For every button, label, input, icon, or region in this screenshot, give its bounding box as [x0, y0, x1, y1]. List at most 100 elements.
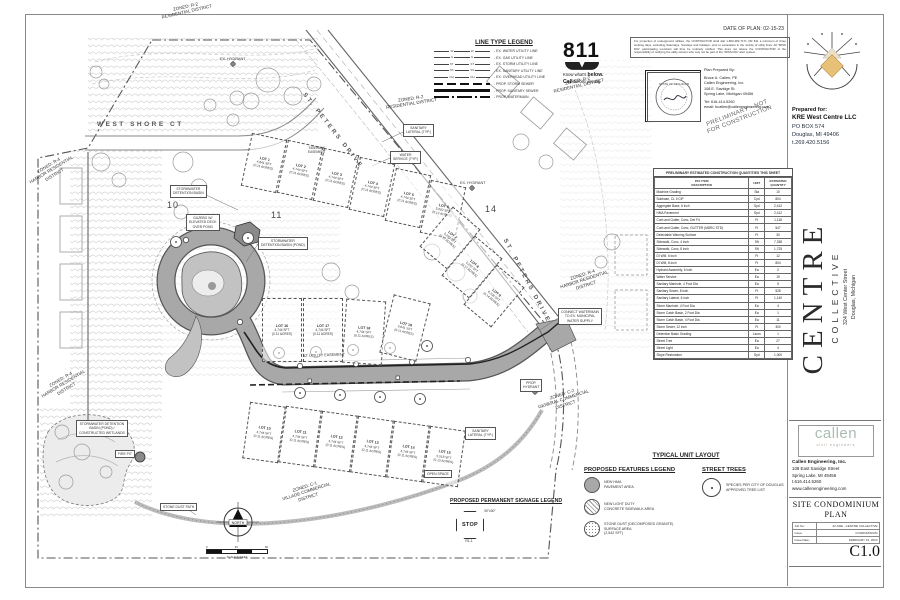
existing-tree	[283, 86, 303, 106]
existing-tree	[111, 172, 127, 188]
dots-swatch	[584, 521, 600, 537]
project-title-vertical: CENTRE COLLECTIVE 324 West Center Street…	[797, 176, 858, 418]
prepared-by-line: 108 E. Savidge St.	[704, 86, 736, 91]
solid-swatch	[584, 477, 600, 493]
line-legend-label: - EX. STORM UTILITY LINE	[494, 62, 539, 67]
fire-pit	[134, 451, 146, 463]
line-legend-label: - EX. WATER UTILITY LINE	[494, 49, 538, 53]
svg-text:NORTH: NORTH	[232, 521, 245, 525]
line-legend-item: - PROP. WATERMAIN	[434, 95, 574, 99]
issue-table-row: Job No:22-KRE - CENTRE COLLECTIVE	[791, 522, 880, 530]
existing-tree	[446, 262, 466, 282]
north-arrow: NORTH	[215, 502, 261, 547]
quantities-row: Curb and Gutter, Conc, GUTTER (MDRC STD)…	[653, 223, 792, 232]
kre-logo	[803, 32, 861, 90]
line-legend-item: - PROP. STORM SEWER	[434, 82, 574, 86]
constructed-wetlands-pond	[42, 414, 146, 506]
sheet-border-frame	[25, 14, 884, 588]
call-811-logo: 811 Know what's below. Call before you d…	[563, 40, 625, 86]
typical-unit-layout-label: TYPICAL UNIT LAYOUT	[652, 453, 720, 459]
street-trees-legend: STREET TREES SPECIES PER CITY OF DOUGLAS…	[702, 467, 788, 497]
line-legend-label: - PROP. STORM SEWER	[494, 81, 534, 86]
stop-sign-size: 30"x30"	[484, 509, 496, 513]
existing-tree	[344, 284, 360, 300]
miss-dig-disclaimer: For protection of underground utilities,…	[630, 37, 790, 59]
existing-tree	[594, 255, 608, 269]
stop-sign-code: R1-1	[465, 539, 473, 543]
existing-tree	[603, 233, 621, 251]
title-block-divider-line	[789, 420, 881, 421]
line-legend-label: - EX. OVERHEAD UTILITY LINE	[494, 75, 546, 80]
line-type-legend-title: LINE TYPE LEGEND	[475, 40, 533, 46]
existing-tree	[203, 98, 217, 112]
existing-tree	[512, 133, 530, 151]
existing-structures	[59, 65, 648, 420]
vegetation-texture	[88, 38, 318, 134]
sheet-number: C1.0	[849, 543, 880, 560]
project-subname: COLLECTIVE	[830, 250, 840, 344]
signage-legend: PROPOSED PERMANENT SIGNAGE LEGEND STOP 3…	[450, 498, 563, 543]
hatch-swatch	[584, 499, 600, 515]
features-legend-item: STONE DUST (DECOMPOSED GRANITE) SURFACE …	[584, 521, 702, 537]
date-of-plan: DATE OF PLAN: 02-15-23	[723, 26, 784, 32]
line-legend-label: - EX. GAS UTILITY LINE	[494, 55, 533, 60]
existing-tree	[99, 465, 113, 479]
existing-tree	[172, 151, 194, 173]
existing-tree	[462, 288, 478, 304]
issue-table-row: Issue Date:FEBRUARY 15, 2023	[791, 536, 880, 544]
811-slogan: Know what's below. Call before you dig.	[563, 71, 604, 85]
proposed-features-legend: PROPOSED FEATURES LEGEND NEW HMA PAVEMEN…	[584, 467, 702, 543]
existing-tree	[255, 67, 281, 93]
stone-dust-path	[134, 409, 544, 526]
pe-seal: STATE OF MICHIGAN	[645, 70, 701, 122]
existing-tree	[89, 65, 103, 79]
existing-tree	[306, 76, 322, 92]
existing-tree	[190, 178, 208, 196]
existing-tree	[98, 78, 110, 90]
line-legend-label: - PROP. SANITARY SEWER	[494, 88, 539, 93]
line-legend-item: - PROP. SANITARY SEWER	[434, 89, 574, 93]
pe-seal-graphic: STATE OF MICHIGAN	[655, 78, 693, 116]
features-legend-item: NEW LIGHT DUTY CONCRETE SIDEWALK AREA	[584, 499, 702, 515]
property-boundary	[37, 39, 565, 559]
existing-tree	[173, 204, 189, 220]
existing-tree	[423, 243, 441, 261]
quantities-table-title: PRELIMINARY ESTIMATED CONSTRUCTION QUANT…	[654, 169, 792, 177]
quantities-column-header: ESTIMATED QUANTITY	[764, 177, 792, 189]
811-book-icon	[565, 61, 599, 70]
line-legend-label: - EX. SANITARY UTILITY LINE	[494, 68, 543, 73]
line-legend-label: - PROP. WATERMAIN	[494, 95, 529, 100]
